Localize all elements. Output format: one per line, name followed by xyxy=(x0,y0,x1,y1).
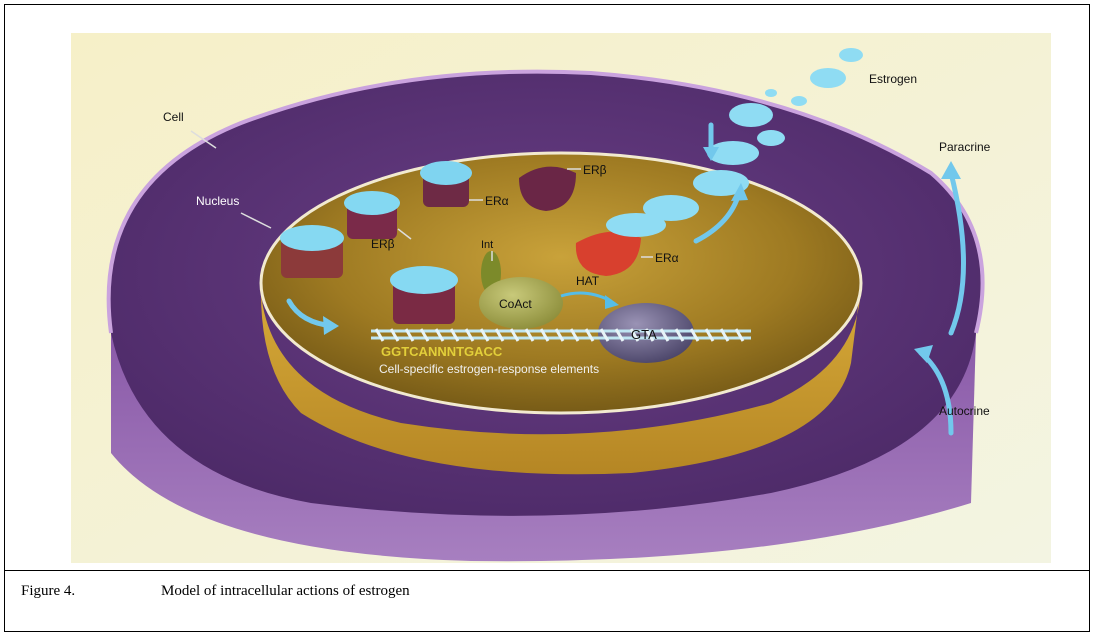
receptor-complex-left xyxy=(280,225,344,278)
figure-number: Figure 4. xyxy=(21,583,75,600)
label-era-top: ERα xyxy=(485,194,509,208)
label-cell: Cell xyxy=(163,110,184,124)
label-hat: HAT xyxy=(576,274,600,288)
label-dna-sequence: GGTCANNNTGACC xyxy=(381,344,503,359)
estrogen-action-diagram: Cell Nucleus Estrogen Paracrine Autocrin… xyxy=(71,33,1051,563)
label-coact: CoAct xyxy=(499,297,532,311)
label-era-right: ERα xyxy=(655,251,679,265)
label-int: Int xyxy=(481,239,493,251)
figure-caption: Model of intracellular actions of estrog… xyxy=(161,583,410,600)
figure-frame: Cell Nucleus Estrogen Paracrine Autocrin… xyxy=(4,4,1090,632)
receptor-complex-dna-bound xyxy=(390,266,458,324)
receptor-complex-mid xyxy=(344,191,400,239)
caption-row: Figure 4. Model of intracellular actions… xyxy=(5,570,1089,631)
label-nucleus: Nucleus xyxy=(196,194,239,208)
label-erb-left: ERβ xyxy=(371,237,395,251)
label-response-elements: Cell-specific estrogen-response elements xyxy=(379,362,599,376)
label-gta: GTA xyxy=(631,327,657,342)
label-paracrine: Paracrine xyxy=(939,140,991,154)
label-estrogen: Estrogen xyxy=(869,72,917,86)
receptor-complex-top xyxy=(420,161,472,207)
label-autocrine: Autocrine xyxy=(939,404,990,418)
label-erb-right: ERβ xyxy=(583,163,607,177)
